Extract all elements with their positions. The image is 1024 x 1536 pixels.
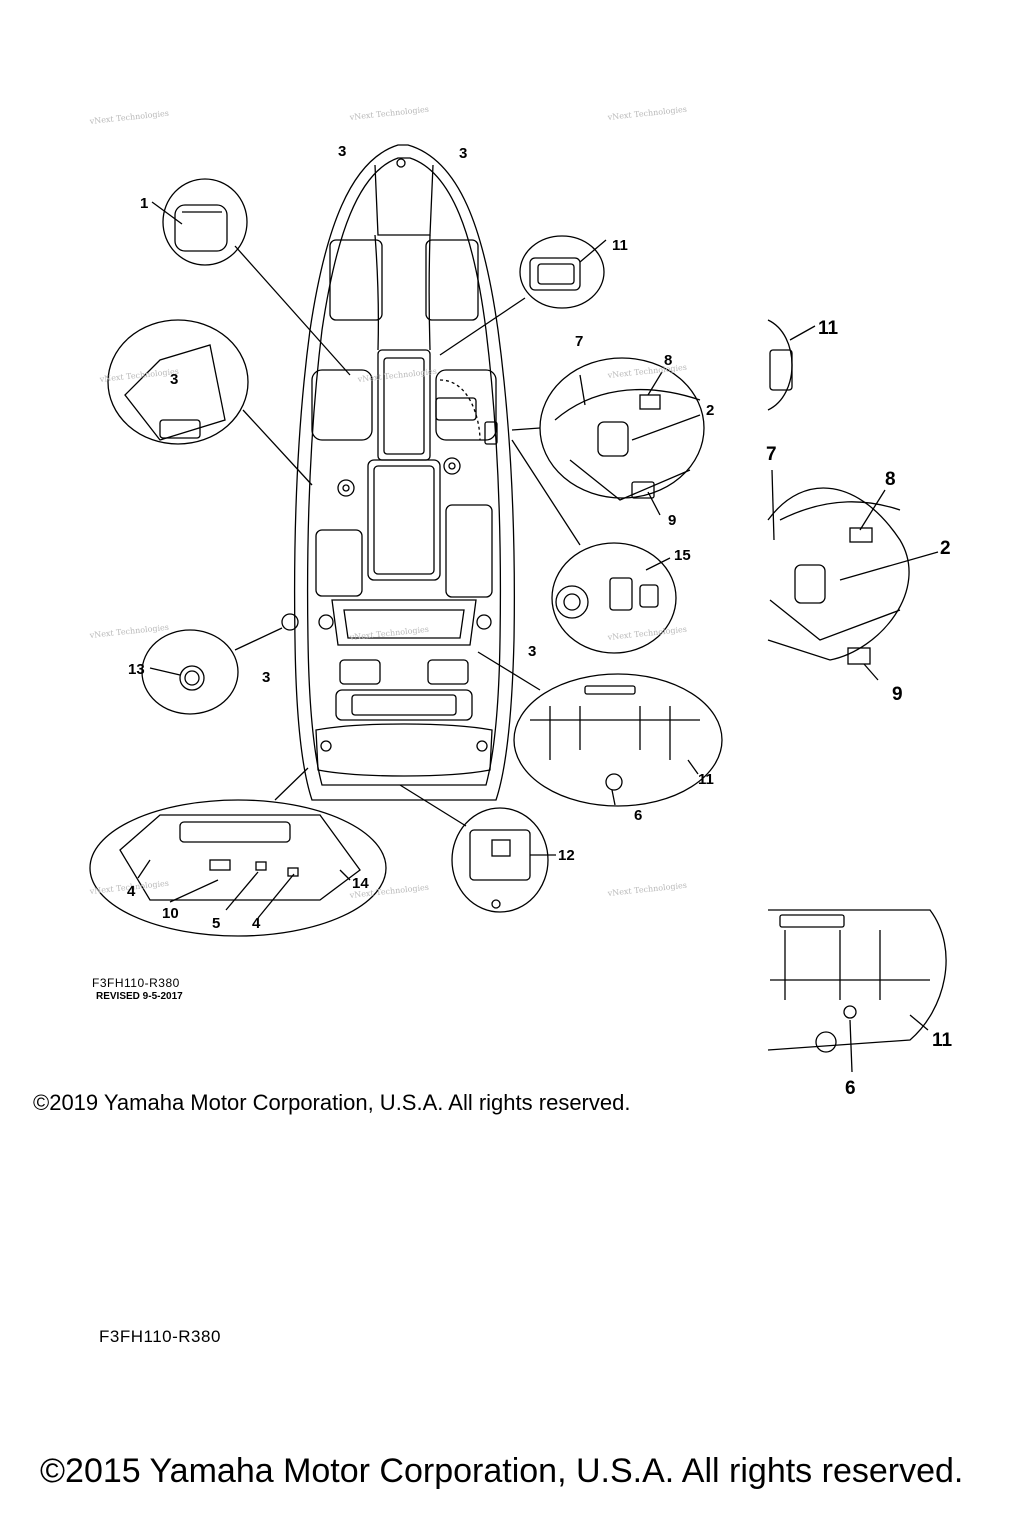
callout-13: 13 xyxy=(128,661,145,678)
boat-hull xyxy=(293,144,516,801)
watermark: vNext Technologies xyxy=(606,881,687,898)
callout-10: 10 xyxy=(162,905,179,922)
callout-7: 7 xyxy=(766,444,777,465)
callout-3: 3 xyxy=(459,145,467,162)
callout-3: 3 xyxy=(170,371,178,388)
inset-6-11-large xyxy=(767,909,947,1073)
callout-14: 14 xyxy=(352,875,369,892)
callout-15: 15 xyxy=(674,547,691,564)
watermark: vNext Technologies xyxy=(606,105,687,122)
callout-11: 11 xyxy=(818,318,839,339)
watermark: vNext Technologies xyxy=(356,367,437,384)
callout-labels: 1 3 3 11 3 7 8 2 9 15 13 3 3 11 6 12 4 1… xyxy=(127,143,953,1099)
callout-6: 6 xyxy=(845,1078,856,1099)
copyright-notice: ©2019 Yamaha Motor Corporation, U.S.A. A… xyxy=(33,1090,631,1115)
inset-11-top xyxy=(767,319,816,411)
watermark: vNext Technologies xyxy=(348,625,429,642)
drawing-code: F3FH110-R380 xyxy=(92,976,180,990)
detail-callout-platform xyxy=(89,767,387,937)
callout-1: 1 xyxy=(140,195,148,212)
detail-callout-3-left xyxy=(107,319,313,486)
callout-9: 9 xyxy=(668,512,676,529)
watermark: vNext Technologies xyxy=(606,363,687,380)
detail-callout-11 xyxy=(439,235,607,356)
watermark: vNext Technologies xyxy=(606,625,687,642)
callout-12: 12 xyxy=(558,847,575,864)
revision-date: REVISED 9-5-2017 xyxy=(96,991,183,1002)
callout-3: 3 xyxy=(338,143,346,160)
callout-9: 9 xyxy=(892,684,903,705)
callout-4: 4 xyxy=(252,915,261,932)
detail-callout-13 xyxy=(141,613,299,715)
callout-11: 11 xyxy=(698,771,714,788)
callout-4: 4 xyxy=(127,883,136,900)
detail-callout-1 xyxy=(151,178,351,376)
callout-2: 2 xyxy=(940,538,951,559)
callout-8: 8 xyxy=(885,469,896,490)
watermark: vNext Technologies xyxy=(88,109,169,126)
detail-callout-15 xyxy=(511,439,677,654)
watermarks: vNext Technologies vNext Technologies vN… xyxy=(88,105,687,900)
inset-helm-large xyxy=(767,469,939,681)
drawing-code-secondary: F3FH110-R380 xyxy=(99,1327,221,1346)
callout-3: 3 xyxy=(528,643,536,660)
detail-callout-12 xyxy=(399,784,556,913)
copyright-notice-large: ©2015 Yamaha Motor Corporation, U.S.A. A… xyxy=(40,1452,964,1490)
detail-callout-6-11 xyxy=(477,651,723,807)
callout-8: 8 xyxy=(664,352,672,369)
detail-callout-helm xyxy=(511,357,705,516)
callout-3: 3 xyxy=(262,669,270,686)
callout-5: 5 xyxy=(212,915,220,932)
watermark: vNext Technologies xyxy=(348,105,429,122)
watermark: vNext Technologies xyxy=(88,623,169,640)
callout-11: 11 xyxy=(932,1030,953,1051)
callout-2: 2 xyxy=(706,402,714,419)
callout-7: 7 xyxy=(575,333,583,350)
callout-6: 6 xyxy=(634,807,642,824)
callout-11: 11 xyxy=(612,237,628,254)
